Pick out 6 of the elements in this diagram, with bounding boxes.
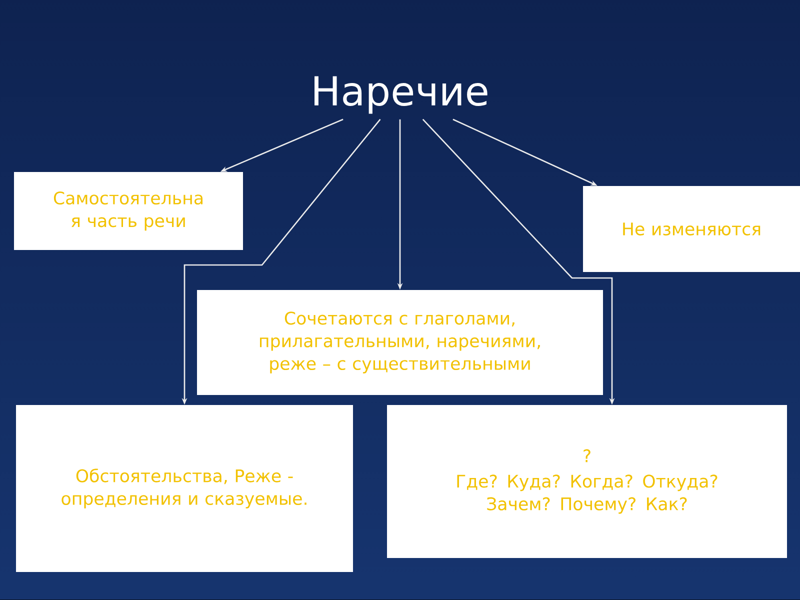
text-box: Самостоятельна я часть речи [14,172,243,250]
title: Наречие [314,76,488,114]
text-box: ? Где? Куда? Когда? Откуда? Зачем? Почему? Как? [387,405,787,558]
text-box: Обстоятельства, Реже - определения и сказуемые. [16,405,353,572]
text-box: Не изменяются [583,186,800,272]
text-box: Сочетаются с глаголами, прилагательными, наречиями, реже – с существительными [197,290,603,395]
